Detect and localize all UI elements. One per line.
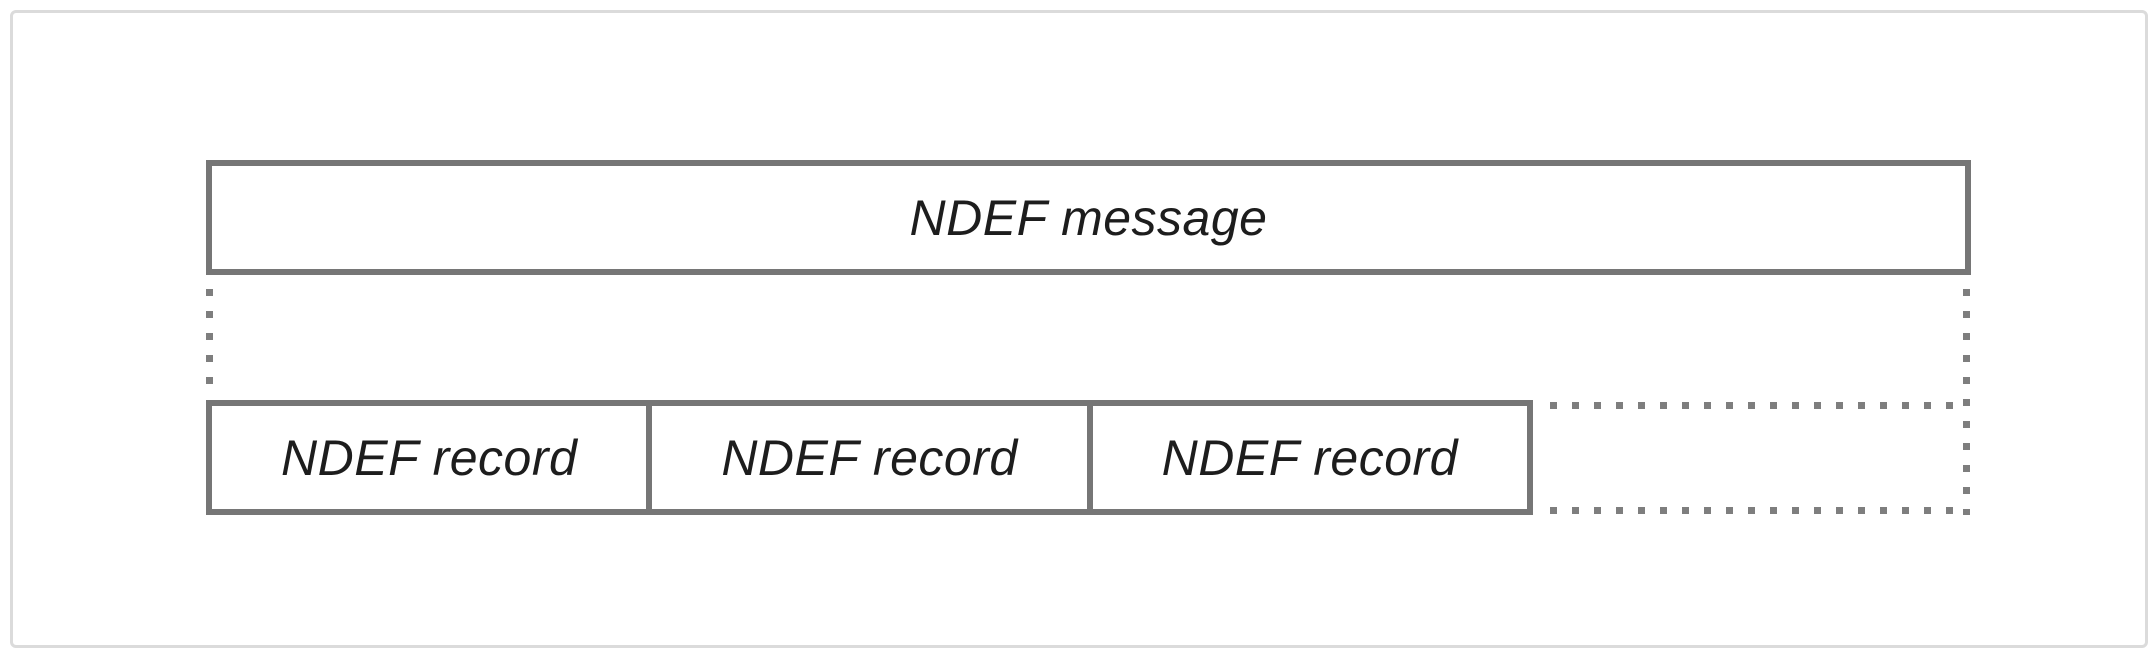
ndef-record-label: NDEF record <box>721 429 1018 486</box>
ndef-record-box: NDEF record <box>646 406 1086 509</box>
ndef-record-label: NDEF record <box>1161 429 1458 486</box>
dotted-record-placeholder-top <box>1550 402 1964 409</box>
ndef-record-box: NDEF record <box>1086 406 1527 509</box>
dotted-connector-right <box>1963 289 1970 515</box>
dotted-connector-left <box>206 289 213 397</box>
ndef-record-box: NDEF record <box>212 406 646 509</box>
ndef-records-row: NDEF record NDEF record NDEF record <box>206 400 1533 515</box>
ndef-record-label: NDEF record <box>281 429 578 486</box>
ndef-message-box: NDEF message <box>206 160 1971 275</box>
ndef-message-label: NDEF message <box>909 189 1268 246</box>
figure-frame: NDEF message NDEF record NDEF record NDE… <box>10 10 2148 648</box>
dotted-record-placeholder-bottom <box>1550 507 1964 514</box>
